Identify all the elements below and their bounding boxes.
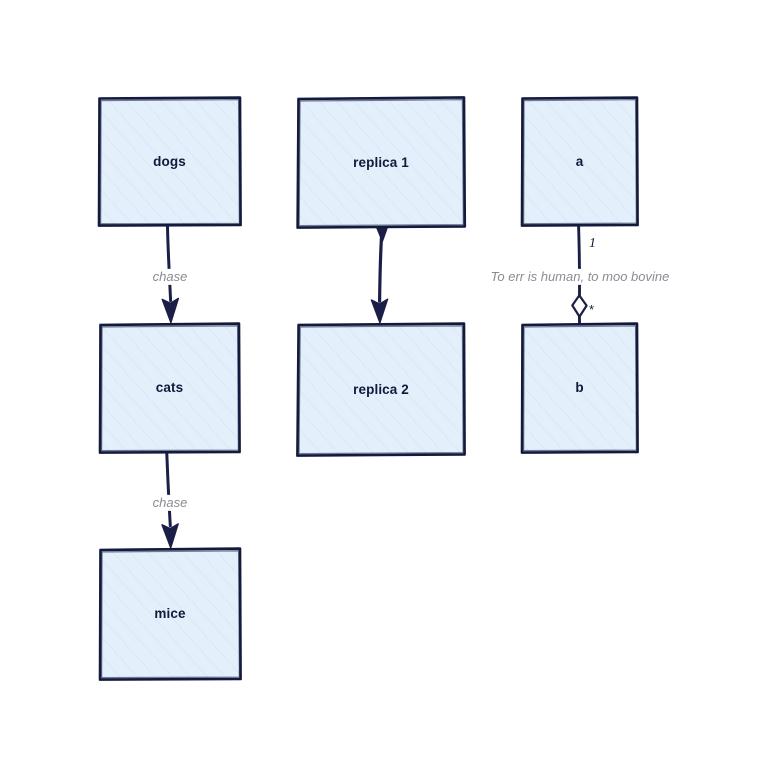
node-replica-2[interactable]: replica 2 — [297, 323, 465, 456]
node-a[interactable]: a — [521, 97, 638, 226]
node-shape-mice[interactable] — [98, 547, 242, 681]
node-shape-replica2[interactable] — [296, 322, 466, 457]
node-dogs[interactable]: dogs — [98, 97, 241, 226]
node-label-b: b — [575, 380, 584, 396]
edge-dogs-cats[interactable] — [161, 225, 180, 324]
node-shape-a[interactable] — [520, 96, 639, 227]
node-shape-dogs[interactable] — [97, 96, 242, 227]
node-label-a: a — [575, 153, 584, 169]
node-label-mice: mice — [154, 606, 186, 622]
node-replica-1[interactable]: replica 1 — [297, 97, 465, 228]
node-shape-replica1[interactable] — [296, 96, 467, 229]
node-mice[interactable]: mice — [99, 548, 241, 680]
edge-replica1-replica2[interactable] — [370, 226, 389, 324]
node-label-dogs: dogs — [153, 153, 186, 169]
node-label-replica-2: replica 2 — [353, 381, 409, 397]
node-b[interactable]: b — [521, 323, 638, 453]
edge-cats-mice[interactable] — [161, 452, 179, 549]
edge-a-b[interactable] — [571, 225, 588, 325]
node-cats[interactable]: cats — [99, 323, 240, 453]
node-shape-cats[interactable] — [98, 322, 241, 454]
node-shape-b[interactable] — [520, 322, 639, 454]
node-label-replica-1: replica 1 — [353, 154, 409, 170]
node-label-cats: cats — [155, 380, 184, 396]
